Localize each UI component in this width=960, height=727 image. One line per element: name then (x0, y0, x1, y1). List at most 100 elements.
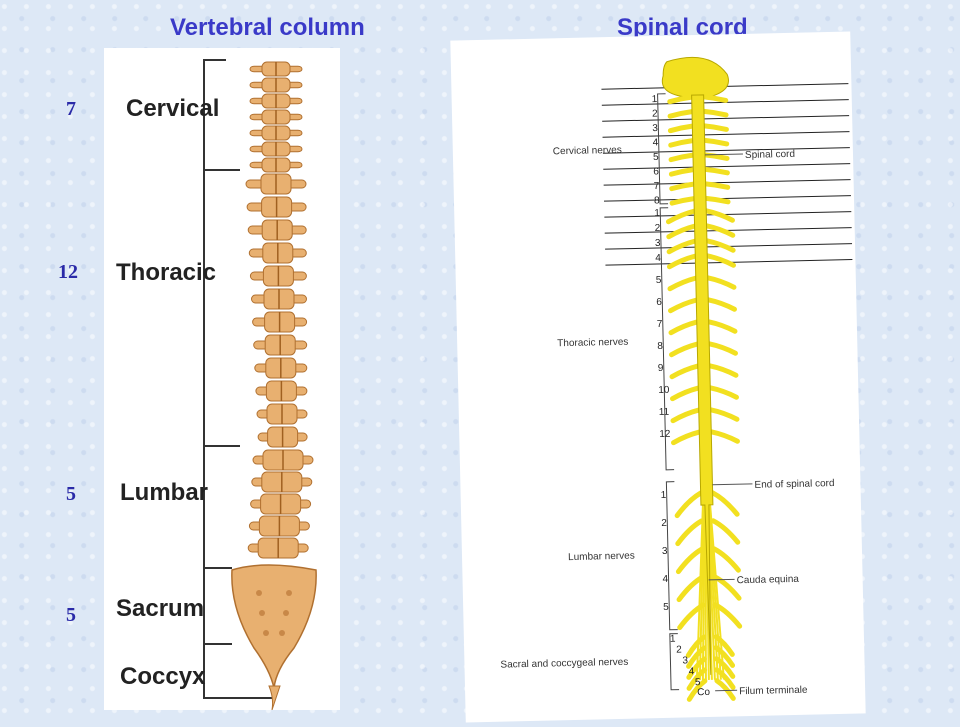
cervical-nerves-label: Cervical nerves (553, 145, 622, 158)
nerve-number: 4 (689, 666, 695, 677)
coccyx-label: Coccyx (120, 663, 206, 690)
spinal-nerve (670, 97, 692, 101)
cervical-label: Cervical (126, 95, 219, 122)
nerve-number: 1 (652, 94, 658, 105)
spinal-nerve (713, 520, 737, 543)
spinal-nerve (670, 278, 696, 289)
spinal-nerve (671, 155, 693, 159)
nerve-number: 3 (655, 238, 661, 249)
nerve-number: 9 (658, 363, 664, 374)
vertebral-column-title: Vertebral column (170, 14, 365, 42)
nerve-number: 8 (654, 195, 660, 206)
nerve-number: 11 (659, 407, 670, 418)
spinal-nerve (708, 299, 734, 310)
spinal-nerve (678, 549, 702, 572)
nerve-number: 2 (676, 645, 682, 656)
nerve-number: 10 (658, 385, 670, 396)
nerve-number: 1 (654, 208, 660, 219)
nerve-number: 4 (662, 574, 668, 585)
nerve-number: 7 (657, 319, 663, 330)
spinal-nerve (670, 112, 692, 116)
nerve-number: 1 (670, 634, 676, 645)
spinal-nerve (673, 410, 699, 421)
spinal-nerve (705, 140, 727, 144)
spinal-nerve (672, 388, 698, 399)
thoracic-label: Thoracic (116, 259, 216, 286)
nerve-number: 5 (663, 602, 669, 613)
nerve-number: 3 (652, 123, 658, 134)
spinal-nerve (671, 344, 697, 355)
guide-line (603, 132, 850, 138)
cauda-equina-callout: Cauda equina (737, 574, 800, 586)
end-of-spinal-cord-callout: End of spinal cord (754, 478, 834, 491)
spinal-nerve (707, 240, 733, 251)
spinal-nerve (671, 170, 693, 174)
filum-terminale-callout: Filum terminale (739, 685, 808, 698)
spinal-nerve (704, 111, 726, 115)
spinal-nerve (673, 432, 699, 443)
spinal-nerve (710, 387, 736, 398)
guide-line (603, 148, 850, 154)
spinal-nerve (709, 321, 735, 332)
spinal-nerve (711, 431, 737, 442)
spinal-nerve (672, 366, 698, 377)
spinal-nerve (710, 365, 736, 376)
thoracic-vertebra-count: 12 (58, 261, 78, 284)
nerve-number: 7 (654, 181, 660, 192)
spinal-nerve (709, 343, 735, 354)
vertebral-column-illustration: Cervical Thoracic Lumbar Sacrum Coccyx (104, 48, 340, 710)
sacral-coccygeal-nerves-label: Sacral and coccygeal nerves (500, 657, 628, 671)
spinal-nerve (671, 141, 693, 145)
brainstem-bulb (662, 57, 729, 98)
nerve-number: 4 (655, 253, 661, 264)
spinal-nerve (677, 521, 701, 544)
coccygeal-number: Co (697, 687, 710, 698)
spinal-nerve (677, 493, 701, 516)
spinal-nerve (714, 548, 738, 571)
lumbar-nerves-label: Lumbar nerves (568, 551, 635, 564)
spinal-nerve (713, 492, 737, 515)
spinal-nerve (669, 241, 695, 252)
nerve-number: 3 (662, 546, 668, 557)
nerve-number: 6 (656, 297, 662, 308)
nerve-number: 1 (661, 490, 667, 501)
spinal-nerve (708, 277, 734, 288)
sacrum-label: Sacrum (116, 595, 204, 622)
guide-line (604, 180, 851, 186)
spinal-nerve (705, 169, 727, 173)
spinal-nerve (672, 184, 694, 188)
spinal-nerve (670, 300, 696, 311)
nerve-number: 2 (661, 518, 667, 529)
spinal-nerve (704, 96, 726, 100)
nerve-number: 6 (653, 166, 659, 177)
nerve-number: 4 (653, 137, 659, 148)
spinal-cord-callout: Spinal cord (745, 149, 795, 161)
vertebral-column-panel: Cervical Thoracic Lumbar Sacrum Coccyx (104, 48, 340, 710)
nerve-number: 2 (652, 108, 658, 119)
sacrum-bone (232, 565, 316, 688)
spinal-nerve (668, 211, 694, 222)
spinal-nerve (706, 183, 728, 187)
spinal-nerve (707, 255, 733, 266)
nerve-number: 3 (682, 655, 688, 666)
nerve-number: 8 (657, 341, 663, 352)
spinal-nerve (670, 126, 692, 130)
cervical-vertebra-count: 7 (66, 98, 76, 121)
sacrum-vertebra-count: 5 (66, 604, 76, 627)
lumbar-vertebra-count: 5 (66, 483, 76, 506)
spine-bones (246, 62, 313, 558)
thoracic-nerves-label: Thoracic nerves (557, 337, 628, 350)
nerve-number: 5 (656, 275, 662, 286)
nerve-number: 12 (659, 429, 671, 440)
spinal-nerve (706, 210, 732, 221)
spinal-nerve (704, 125, 726, 129)
spinal-nerve (669, 256, 695, 267)
nerve-number: 2 (655, 223, 661, 234)
guide-line (603, 164, 850, 170)
spinal-nerve (671, 322, 697, 333)
lumbar-label: Lumbar (120, 479, 208, 506)
nerve-number: 5 (653, 152, 659, 163)
spinal-nerve (711, 409, 737, 420)
